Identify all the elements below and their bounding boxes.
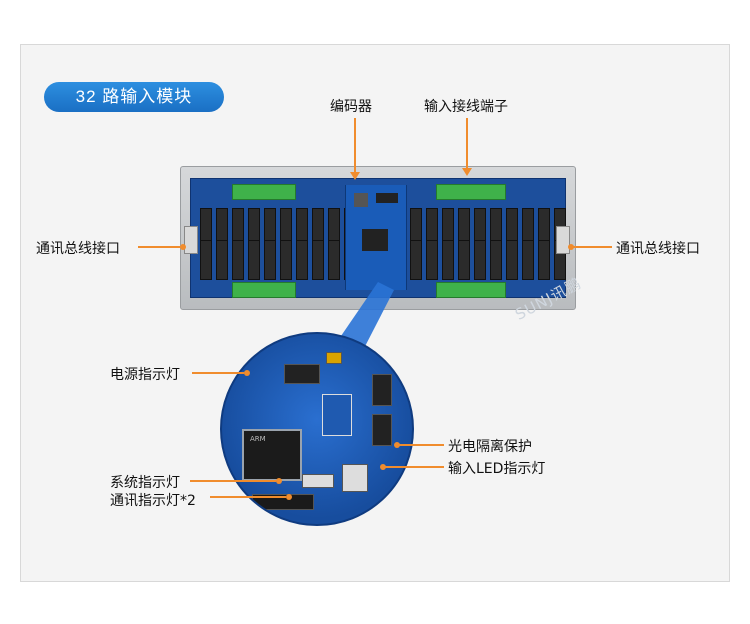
led-array <box>342 464 368 492</box>
led-array <box>302 474 334 488</box>
leader-line <box>210 496 286 498</box>
leader-line <box>190 480 276 482</box>
label-system-led: 系统指示灯 <box>110 475 180 491</box>
terminal-block-top-right <box>436 184 506 200</box>
leader-line <box>138 246 180 248</box>
leader-line <box>384 466 444 468</box>
leader-dot <box>380 464 386 470</box>
leader-dot <box>276 478 282 484</box>
leader-line <box>192 372 244 374</box>
bus-connector-right <box>556 226 570 254</box>
component <box>372 374 392 406</box>
optocoupler-row-right-bottom <box>410 240 566 280</box>
label-input-terminal: 输入接线端子 <box>424 99 508 115</box>
leader-dot <box>180 244 186 250</box>
leader-dot <box>568 244 574 250</box>
leader-dot <box>286 494 292 500</box>
encoder-switch <box>354 193 368 207</box>
optocoupler <box>372 414 392 446</box>
label-power-led: 电源指示灯 <box>110 367 180 383</box>
leader-line <box>354 118 356 174</box>
leader-line <box>572 246 612 248</box>
page-title: 32 路输入模块 <box>44 82 224 112</box>
leader-line <box>398 444 444 446</box>
label-opto-isolation: 光电隔离保护 <box>448 439 532 455</box>
zoom-circle: ARM <box>220 332 414 526</box>
arrow-icon <box>462 168 472 176</box>
terminal-block-top-left <box>232 184 296 200</box>
arm-chip: ARM <box>242 429 302 481</box>
leader-line <box>466 118 468 170</box>
component <box>322 394 352 436</box>
mcu-area <box>345 185 407 290</box>
leader-dot <box>244 370 250 376</box>
label-input-led: 输入LED指示灯 <box>448 461 546 477</box>
label-comm-led: 通讯指示灯*2 <box>110 493 196 509</box>
connector <box>376 193 398 203</box>
arrow-icon <box>350 172 360 180</box>
optocoupler-row-left-bottom <box>200 240 356 280</box>
component <box>284 364 320 384</box>
terminal-block-bottom-left <box>232 282 296 298</box>
bus-connector-left <box>184 226 198 254</box>
label-bus-left: 通讯总线接口 <box>36 241 120 257</box>
label-encoder: 编码器 <box>330 99 372 115</box>
label-bus-right: 通讯总线接口 <box>616 241 700 257</box>
component <box>252 494 314 510</box>
leader-dot <box>394 442 400 448</box>
terminal-block-bottom-right <box>436 282 506 298</box>
mcu-chip <box>362 229 388 251</box>
component <box>326 352 342 364</box>
